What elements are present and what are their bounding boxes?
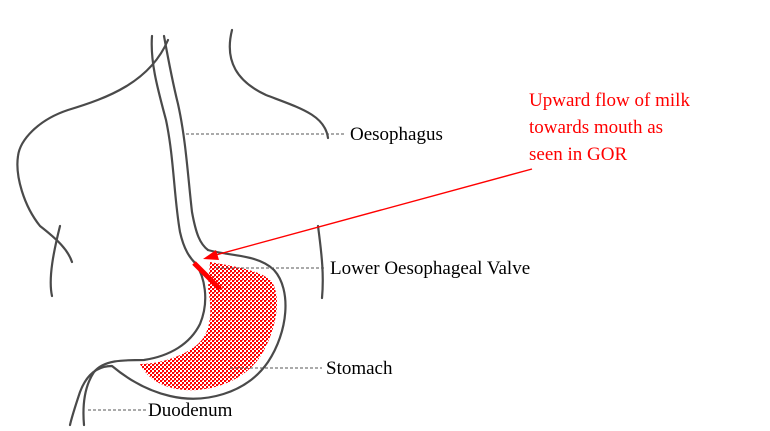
- stomach-label: Stomach: [326, 359, 393, 378]
- right-shoulder-outline: [230, 30, 328, 138]
- gor-callout: Upward flow of milk towards mouth as see…: [529, 87, 690, 168]
- callout-line-1: Upward flow of milk: [529, 87, 690, 114]
- stomach-contents: [140, 262, 277, 390]
- callout-line-3: seen in GOR: [529, 141, 690, 168]
- reflux-arrow-line: [212, 169, 532, 256]
- duodenum-label: Duodenum: [148, 401, 232, 420]
- right-arm-outline: [318, 226, 323, 298]
- oesophagus-left-wall: [152, 36, 196, 264]
- oesophagus-label: Oesophagus: [350, 125, 443, 144]
- left-shoulder-outline: [17, 40, 168, 262]
- lower-valve-label: Lower Oesophageal Valve: [330, 259, 530, 278]
- callout-line-2: towards mouth as: [529, 114, 690, 141]
